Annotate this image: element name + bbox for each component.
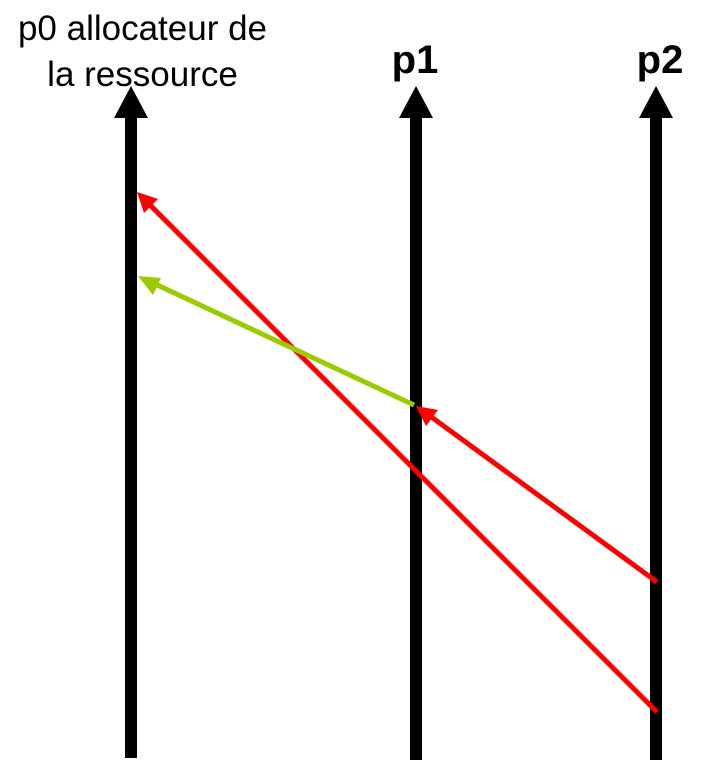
- timeline-p2: [639, 86, 673, 760]
- message-p2-to-p1-arrowhead: [416, 406, 438, 426]
- process-p0-label-line1: p0 allocateur de: [17, 9, 268, 48]
- message-p1-to-p0-line: [151, 280, 416, 408]
- timeline-p0-arrowhead: [114, 86, 148, 118]
- message-p1-to-p0: [138, 276, 416, 408]
- message-p2-to-p1-line: [428, 413, 659, 585]
- message-p2-to-p1: [416, 406, 659, 585]
- process-p1-label: p1: [391, 38, 439, 82]
- message-p1-to-p0-arrowhead: [138, 276, 161, 295]
- message-p2-to-p0-line: [148, 203, 659, 714]
- message-p2-to-p0-arrowhead: [137, 192, 158, 213]
- timeline-p1-arrowhead: [399, 86, 433, 118]
- timeline-p1: [399, 86, 433, 760]
- process-p0-label-line2: la ressource: [47, 55, 238, 94]
- timeline-p2-arrowhead: [639, 86, 673, 118]
- timeline-p0: [114, 86, 148, 758]
- message-p2-to-p0: [137, 192, 659, 714]
- process-p0-label: p0 allocateur de la ressource: [0, 6, 285, 98]
- process-p2-label: p2: [636, 38, 684, 82]
